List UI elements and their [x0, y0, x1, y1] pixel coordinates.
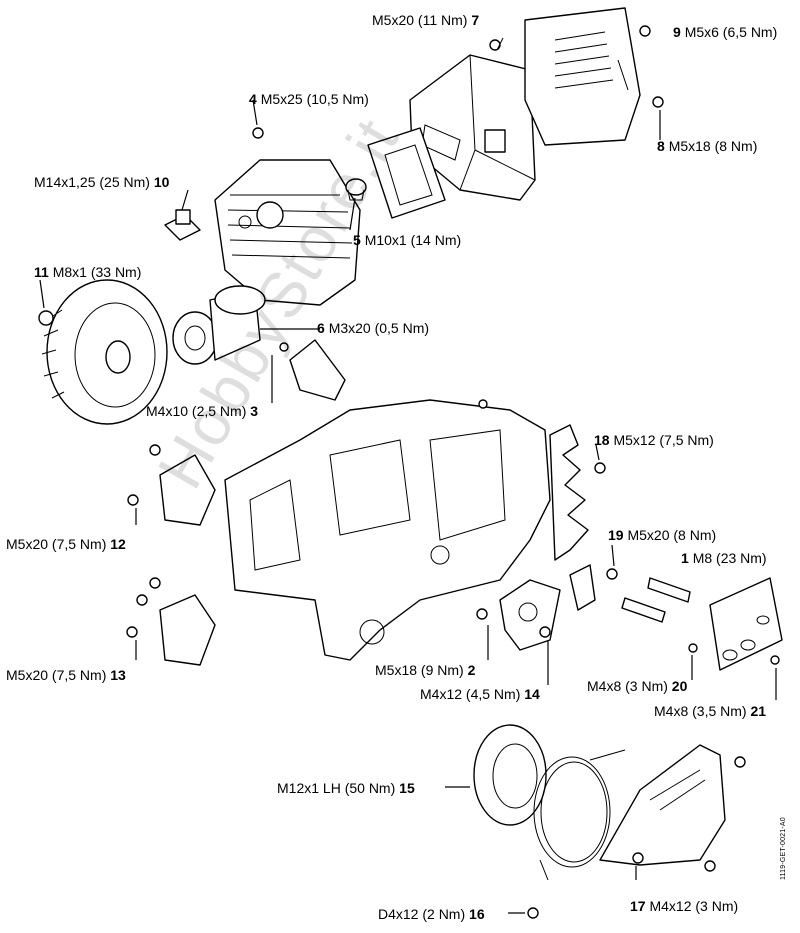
label-text: M4x8 (3,5 Nm): [654, 703, 747, 719]
part-number: 20: [671, 678, 688, 694]
label-part-2: M5x18 (9 Nm) 2: [375, 662, 475, 678]
label-text: M4x10 (2,5 Nm): [146, 403, 247, 419]
label-part-17: 17 M4x12 (3 Nm): [630, 898, 738, 914]
decomp-valve: [345, 178, 367, 201]
label-text: M4x12 (3 Nm): [649, 898, 739, 914]
label-text: M5x18 (9 Nm): [375, 662, 464, 678]
label-text: M14x1,25 (25 Nm): [34, 174, 150, 190]
label-text: M5x6 (6,5 Nm): [684, 24, 778, 40]
part-number: 3: [250, 403, 259, 419]
label-text: M8 (23 Nm): [692, 550, 767, 566]
label-part-15: M12x1 LH (50 Nm) 15: [277, 780, 415, 796]
muffler-gasket: [367, 127, 446, 219]
part-number: 15: [399, 780, 415, 796]
label-text: M5x18 (8 Nm): [668, 138, 758, 154]
crankcase: [224, 399, 551, 661]
label-part-19: 19 M5x20 (8 Nm): [608, 527, 716, 543]
screws: [38, 25, 780, 919]
part-number: 14: [524, 686, 540, 702]
part-number: 6: [317, 320, 325, 336]
part-number: 12: [110, 536, 126, 552]
label-text: M5x20 (7,5 Nm): [6, 667, 107, 683]
part-number: 5: [353, 232, 361, 248]
label-part-11: 11 M8x1 (33 Nm): [34, 264, 141, 280]
label-text: M8x1 (33 Nm): [52, 264, 142, 280]
label-text: M10x1 (14 Nm): [364, 232, 462, 248]
part-number: 4: [249, 91, 257, 107]
label-text: M5x20 (11 Nm): [372, 12, 468, 28]
label-part-7: M5x20 (11 Nm) 7: [372, 12, 479, 28]
label-part-4: 4 M5x25 (10,5 Nm): [249, 91, 369, 107]
intake-manifold: [172, 285, 266, 365]
part-number: 11: [34, 264, 49, 280]
muffler: [409, 7, 641, 201]
label-part-8: 8 M5x18 (8 Nm): [657, 138, 757, 154]
bracket: [289, 339, 346, 401]
label-text: D4x12 (2 Nm): [378, 906, 466, 922]
spark-plug: [164, 209, 201, 241]
oil-pump: [499, 579, 561, 651]
label-text: M3x20 (0,5 Nm): [328, 320, 430, 336]
part-number: 13: [110, 667, 126, 683]
label-part-20: M4x8 (3 Nm) 20: [587, 678, 687, 694]
label-part-21: M4x8 (3,5 Nm) 21: [654, 703, 766, 719]
part-number: 9: [673, 24, 681, 40]
flywheel: [41, 279, 168, 425]
part-number: 21: [750, 703, 767, 719]
label-part-16: D4x12 (2 Nm) 16: [378, 906, 485, 922]
part-number: 8: [657, 138, 665, 154]
label-text: M5x20 (7,5 Nm): [6, 536, 107, 552]
label-part-6: 6 M3x20 (0,5 Nm): [317, 320, 429, 336]
brake-band: [533, 749, 626, 881]
leader-lines: [39, 99, 777, 914]
label-text: M4x8 (3 Nm): [587, 678, 668, 694]
part-number: 10: [153, 174, 170, 190]
clutch: [473, 724, 547, 826]
label-text: M5x25 (10,5 Nm): [260, 91, 369, 107]
label-text: M5x20 (8 Nm): [627, 527, 717, 543]
label-part-3: M4x10 (2,5 Nm) 3: [146, 403, 258, 419]
label-part-10: M14x1,25 (25 Nm) 10: [34, 174, 169, 190]
part-number: 19: [608, 527, 624, 543]
av-mount-upper: [159, 454, 216, 526]
part-number: 1: [681, 550, 689, 566]
bumper-spike: [549, 424, 589, 561]
label-part-1: 1 M8 (23 Nm): [681, 550, 767, 566]
label-part-5: 5 M10x1 (14 Nm): [353, 232, 461, 248]
part-number: 17: [630, 898, 646, 914]
label-text: M4x12 (4,5 Nm): [420, 686, 521, 702]
label-part-12: M5x20 (7,5 Nm) 12: [6, 536, 126, 552]
label-part-13: M5x20 (7,5 Nm) 13: [6, 667, 126, 683]
part-number: 18: [594, 432, 610, 448]
label-part-9: 9 M5x6 (6,5 Nm): [673, 24, 777, 40]
label-part-14: M4x12 (4,5 Nm) 14: [420, 686, 540, 702]
label-text: M12x1 LH (50 Nm): [277, 780, 396, 796]
cylinder: [214, 159, 361, 306]
label-text: M5x12 (7,5 Nm): [613, 432, 714, 448]
part-number: 2: [467, 662, 476, 678]
av-mount-lower: [159, 594, 216, 666]
bar-studs: [621, 577, 691, 623]
part-number: 16: [469, 906, 485, 922]
sprocket-cover: [599, 744, 726, 866]
label-part-18: 18 M5x12 (7,5 Nm): [594, 432, 714, 448]
drawing-code: 1119-GET-0021-A0: [780, 817, 787, 880]
part-number: 7: [471, 12, 480, 28]
bar-plate: [569, 564, 783, 671]
